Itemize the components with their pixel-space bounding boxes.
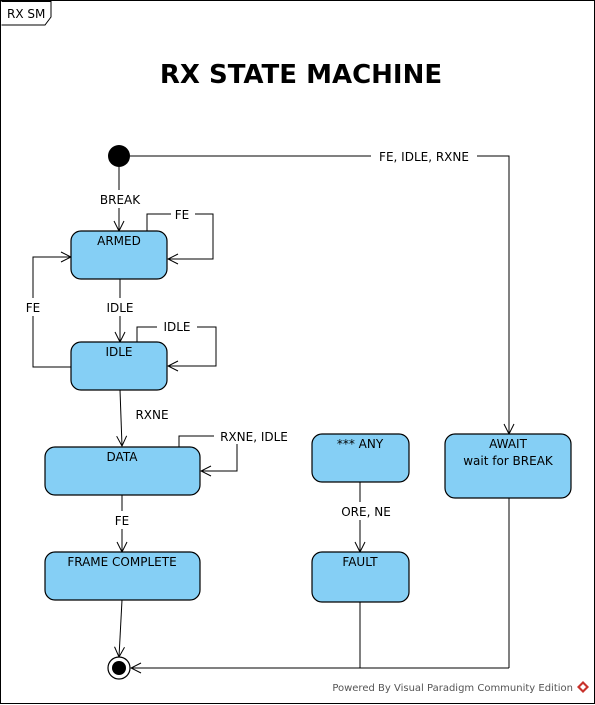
state-any-label: *** ANY [337,437,384,451]
edge-label-bg [157,318,197,334]
edge-label-initial-to-armed: BREAK [100,193,141,207]
final-state[interactable] [107,656,131,680]
edge-label-bg [97,190,143,208]
edge-label-bg [371,147,477,165]
state-await-label: AWAIT [489,437,528,451]
edge-label-bg [21,298,45,316]
edge-label-armed-self: FE [175,208,189,222]
diagram-title: RX STATE MACHINE [160,60,442,90]
state-fault-label: FAULT [342,555,378,569]
state-await-sublabel: wait for BREAK [463,454,554,468]
state-idle[interactable]: IDLE [70,341,168,391]
edge-label-data-self: RXNE, IDLE [220,430,288,444]
state-data[interactable]: DATA [44,446,201,496]
edge-label-idle-self: IDLE [163,320,190,334]
state-any[interactable]: *** ANY [311,433,410,483]
edge-label-armed-to-idle: IDLE [106,301,133,315]
state-await[interactable]: AWAIT wait for BREAK [444,433,572,499]
state-fault[interactable]: FAULT [311,551,410,603]
edge-label-bg [214,428,294,444]
edge-label-bg [104,298,138,316]
edge-frame-complete-to-final [119,599,122,657]
edge-initial-to-await [130,155,509,434]
footer-text: Powered By Visual Paradigm Community Edi… [332,683,573,694]
edge-label-bg [109,511,135,529]
state-frame-complete[interactable]: FRAME COMPLETE [44,551,201,601]
edge-label-initial-to-await: FE, IDLE, RXNE [379,150,469,164]
edge-label-idle-to-armed: FE [26,301,40,315]
edge-idle-self [136,326,217,366]
state-data-label: DATA [107,450,139,464]
edge-idle-to-data [120,389,122,446]
frame-tab-label: RX SM [7,7,45,21]
visual-paradigm-logo-icon [577,681,589,693]
edge-label-bg [335,502,397,520]
state-armed-label: ARMED [97,234,141,248]
edge-label-bg [171,206,195,222]
edge-label-any-to-fault: ORE, NE [341,505,391,519]
state-idle-label: IDLE [105,345,132,359]
edge-label-data-to-frame-complete: FE [115,514,129,528]
state-armed[interactable]: ARMED [70,230,168,280]
edge-armed-self [146,213,214,259]
initial-state[interactable] [108,145,130,167]
edge-label-idle-to-data: RXNE [135,408,168,422]
frame-tab: RX SM [1,1,52,26]
state-frame-complete-label: FRAME COMPLETE [67,555,176,569]
